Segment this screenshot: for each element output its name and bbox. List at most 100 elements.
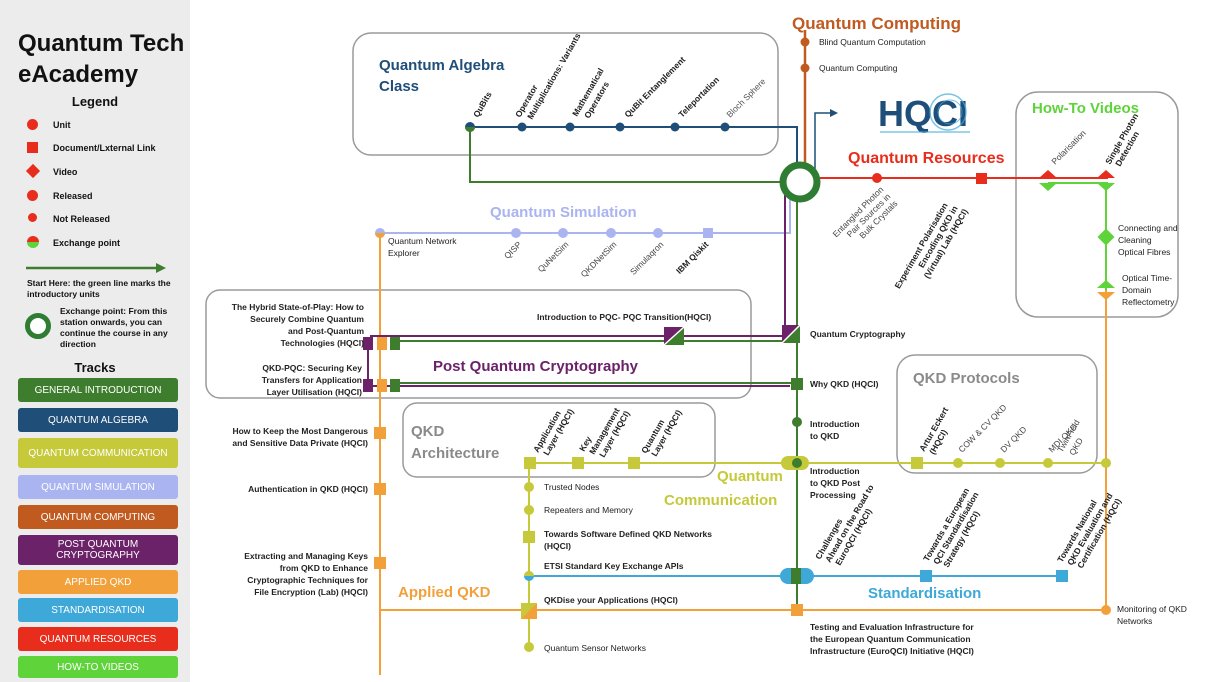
track-applied-qkd[interactable]: APPLIED QKD xyxy=(18,570,178,594)
station-quantum-computing[interactable] xyxy=(800,63,810,73)
track-how-to-videos[interactable]: HOW-TO VIDEOS xyxy=(18,656,178,678)
station-entangled-photon[interactable] xyxy=(872,173,882,183)
station-simulaqron[interactable] xyxy=(653,228,663,238)
legend-label-unit: Unit xyxy=(53,120,71,130)
station-operator-mult[interactable] xyxy=(517,122,527,132)
track-quantum-communication[interactable]: QUANTUM COMMUNICATION xyxy=(18,438,178,468)
station-intro-postprocessing[interactable] xyxy=(781,456,809,470)
station-quantum-layer[interactable] xyxy=(628,457,640,469)
architecture-box xyxy=(402,402,716,478)
label-otdr-1: Optical Time- xyxy=(1122,273,1172,283)
station-connecting-fibres[interactable] xyxy=(1097,228,1115,246)
station-artur-eckert[interactable] xyxy=(911,457,923,469)
station-trusted-nodes[interactable] xyxy=(524,482,534,492)
station-blind-quantum-computation[interactable] xyxy=(800,37,810,47)
exchange-point-icon xyxy=(27,236,39,248)
track-quantum-algebra[interactable]: QUANTUM ALGEBRA xyxy=(18,408,178,432)
station-teleportation[interactable] xyxy=(670,122,680,132)
algebra-line xyxy=(470,126,798,170)
label-qkdpqc-2: Transfers for Application xyxy=(262,375,362,385)
label-qkdpqc-1: QKD-PQC: Securing Key xyxy=(262,363,362,373)
central-interchange[interactable] xyxy=(779,161,821,203)
station-mdi-qkd[interactable] xyxy=(1043,458,1053,468)
communication-title-line1: Quantum xyxy=(717,468,783,485)
station-authentication[interactable] xyxy=(374,483,386,495)
track-general-introduction[interactable]: GENERAL INTRODUCTION xyxy=(18,378,178,402)
label-intro-qkd-2: to QKD xyxy=(810,431,839,441)
station-challenges-euroqci[interactable] xyxy=(780,568,814,584)
station-qkdnetsim[interactable] xyxy=(606,228,616,238)
station-twinfield[interactable] xyxy=(1101,458,1111,468)
hqci-logo[interactable]: HQCI xyxy=(875,90,975,138)
track-quantum-computing[interactable]: QUANTUM COMPUTING xyxy=(18,505,178,529)
station-intro-qkd[interactable] xyxy=(792,417,802,427)
label-simulaqron: Simulaqron xyxy=(628,239,666,277)
label-extracting-3: Cryptographic Techniques for xyxy=(247,575,368,585)
start-here-note: Start Here: the green line marks the int… xyxy=(27,278,171,299)
station-cow-cv[interactable] xyxy=(953,458,963,468)
applied-title: Applied QKD xyxy=(398,584,491,601)
label-hybrid-4: Technologies (HQCI) xyxy=(281,338,365,348)
station-single-photon[interactable] xyxy=(1097,170,1115,191)
legend-label-released: Released xyxy=(53,191,93,201)
station-extracting-keys[interactable] xyxy=(374,557,386,569)
label-authentication: Authentication in QKD (HQCI) xyxy=(248,484,368,494)
station-european-qci[interactable] xyxy=(920,570,932,582)
station-dv-qkd[interactable] xyxy=(995,458,1005,468)
algebra-title-line1: Quantum Algebra xyxy=(379,57,505,74)
track-quantum-simulation[interactable]: QUANTUM SIMULATION xyxy=(18,475,178,499)
station-software-defined[interactable] xyxy=(523,531,535,543)
label-qkdpqc-3: Layer Utilisation (HQCI) xyxy=(267,387,363,397)
station-key-management[interactable] xyxy=(572,457,584,469)
label-postproc-3: Processing xyxy=(810,490,856,500)
green-arrow-icon xyxy=(26,263,166,273)
general-line-a xyxy=(469,130,790,183)
station-repeaters[interactable] xyxy=(524,505,534,515)
station-qkdise[interactable] xyxy=(521,603,537,619)
not-released-circle-icon xyxy=(28,213,37,222)
station-math-operators[interactable] xyxy=(565,122,575,132)
label-trusted-nodes: Trusted Nodes xyxy=(544,482,599,492)
legend-label-document: Document/Lxternal Link xyxy=(53,143,156,153)
label-testing-1: Testing and Evaluation Infrastructure fo… xyxy=(810,622,974,632)
label-qkdise: QKDise your Applications (HQCI) xyxy=(544,595,678,605)
station-ibm-qiskit[interactable] xyxy=(703,228,713,238)
track-quantum-resources[interactable]: QUANTUM RESOURCES xyxy=(18,627,178,651)
label-repeaters: Repeaters and Memory xyxy=(544,505,634,515)
station-testing-euroqci[interactable] xyxy=(791,604,803,616)
station-why-qkd[interactable] xyxy=(791,378,803,390)
label-postproc-1: Introduction xyxy=(810,466,860,476)
station-pqc-transition[interactable] xyxy=(663,326,685,346)
station-qunetsim[interactable] xyxy=(558,228,568,238)
station-qkd-pqc[interactable] xyxy=(363,379,373,392)
track-standardisation[interactable]: STANDARDISATION xyxy=(18,598,178,622)
station-bloch-sphere[interactable] xyxy=(720,122,730,132)
protocols-title: QKD Protocols xyxy=(913,370,1020,387)
station-experiment-polarisation[interactable] xyxy=(976,173,987,184)
simulation-title: Quantum Simulation xyxy=(490,204,637,221)
station-hybrid-state[interactable] xyxy=(363,337,373,350)
station-qubit-entanglement[interactable] xyxy=(615,122,625,132)
legend-label-video: Video xyxy=(53,167,78,177)
label-entanglement: QuBit Entanglement xyxy=(622,54,687,119)
label-qkdnetsim: QKDNetSim xyxy=(579,239,619,279)
legend-label-exchange: Exchange point xyxy=(53,238,121,248)
station-keep-data-private[interactable] xyxy=(374,427,386,439)
track-post-quantum-cryptography[interactable]: POST QUANTUM CRYPTOGRAPHY xyxy=(18,535,178,565)
station-national-qkd[interactable] xyxy=(1056,570,1068,582)
sidebar: Quantum Tech eAcademy Legend Unit Docume… xyxy=(0,0,190,682)
station-qisp[interactable] xyxy=(511,228,521,238)
station-polarisation[interactable] xyxy=(1039,170,1057,191)
tracks-title: Tracks xyxy=(74,360,116,375)
label-extracting-4: File Encryption (Lab) (HQCI) xyxy=(254,587,368,597)
released-circle-icon xyxy=(27,190,38,201)
station-otdr[interactable] xyxy=(1097,280,1115,300)
unit-circle-icon xyxy=(27,119,38,130)
station-sensor-networks[interactable] xyxy=(524,642,534,652)
label-testing-3: Infrastructure (EuroQCI) Initiative (HQC… xyxy=(810,646,974,656)
station-quantum-cryptography[interactable] xyxy=(781,324,801,344)
label-network-explorer-2: Explorer xyxy=(388,248,420,258)
station-application-layer[interactable] xyxy=(524,457,536,469)
label-hybrid-2: Securely Combine Quantum xyxy=(250,314,364,324)
station-monitoring[interactable] xyxy=(1101,605,1111,615)
